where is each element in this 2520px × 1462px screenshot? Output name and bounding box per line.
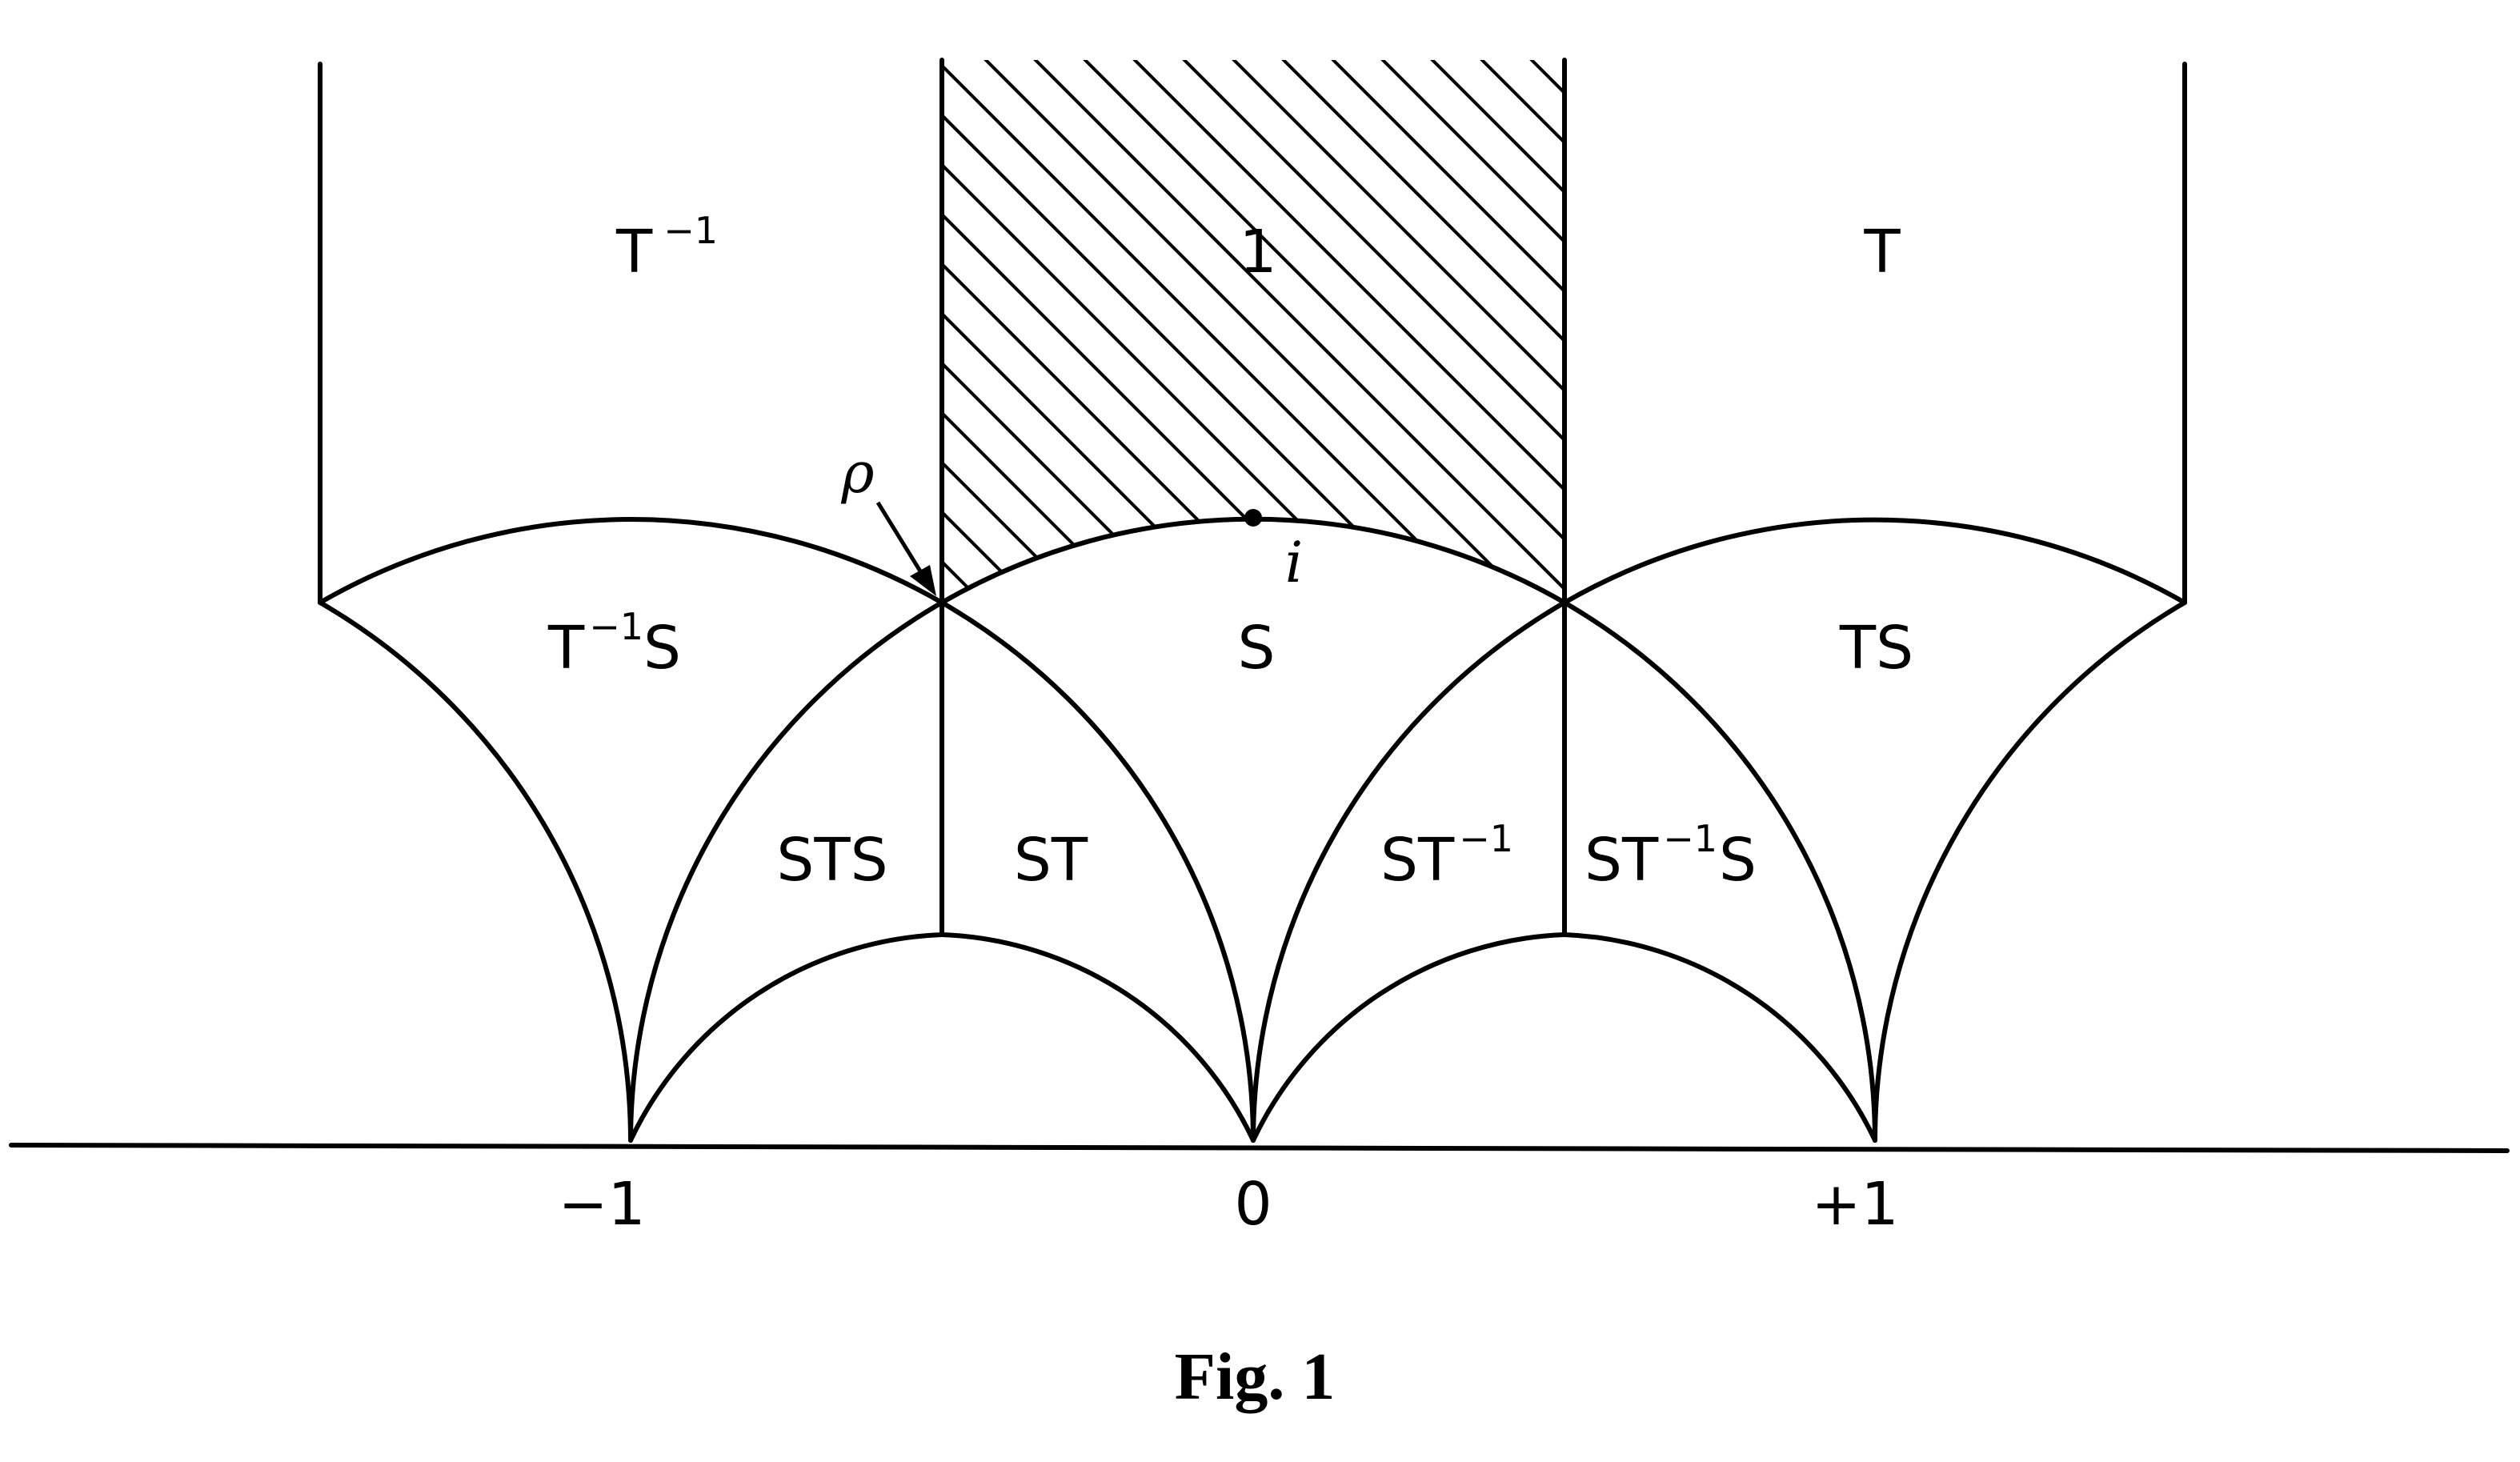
hatch-line <box>942 60 1100 603</box>
hatch-line <box>1619 48 2339 768</box>
arc-zero-to-rho-prime <box>1251 600 1567 1143</box>
hatch-line <box>1419 60 1564 603</box>
hatch-line <box>1369 60 1564 603</box>
small-arc-1 <box>628 932 944 1143</box>
small-arc-2 <box>939 932 1256 1143</box>
arc-left-outer <box>318 600 633 1143</box>
hatch-line <box>942 60 1299 603</box>
hatch-line <box>1569 48 2290 768</box>
point-label-rho: ρ <box>840 440 874 506</box>
hatch-line <box>942 60 1398 603</box>
rho-arrowhead <box>910 565 936 596</box>
hatch-line <box>1468 60 1564 603</box>
region-label-t: T <box>1863 218 1901 286</box>
region-label-ts: TS <box>1839 614 1913 683</box>
hatch-line <box>942 60 1448 603</box>
hatch-line <box>972 60 1564 603</box>
hatch-line <box>942 60 1497 603</box>
region-label-st-inverse-s: ST−1S <box>1585 817 1757 895</box>
hatch-line <box>942 60 952 603</box>
region-label-st-inverse: ST−1 <box>1380 817 1513 895</box>
axis-label-minus-one: −1 <box>558 1170 645 1239</box>
arc-right-outer <box>1873 600 2187 1143</box>
unit-arc-center-zero <box>939 516 1567 605</box>
region-label-st: ST <box>1014 826 1088 895</box>
arc-rho-prime-to-plus-one <box>1562 600 1877 1143</box>
hatch-line <box>1220 60 1564 603</box>
hatch-line <box>942 60 1150 603</box>
small-arc-3 <box>1251 932 1567 1143</box>
region-label-sts: STS <box>776 826 887 895</box>
hatch-line <box>1669 48 2389 768</box>
hatch-line <box>1718 48 2438 768</box>
hatch-line <box>942 60 1200 603</box>
hatch-line <box>1022 60 1564 603</box>
hatch-line <box>1320 60 1564 603</box>
hatch-line <box>1121 60 1564 603</box>
hatch-line <box>942 60 1001 603</box>
hatch-line <box>0 48 702 768</box>
hatch-line <box>130 48 851 768</box>
hatch-line <box>942 60 1564 603</box>
unit-arc-center-plus-one <box>1562 517 2187 605</box>
hatch-line <box>942 60 1348 603</box>
arc-rho-to-zero <box>939 600 1256 1143</box>
region-label-s: S <box>1238 614 1276 683</box>
fundamental-domain-hatching <box>0 48 2438 768</box>
axis-label-zero: 0 <box>1234 1170 1272 1239</box>
unit-arc-center-minus-one <box>318 517 944 605</box>
point-label-i: i <box>1285 530 1303 595</box>
hatch-line <box>942 60 1249 603</box>
small-arc-4 <box>1562 932 1877 1143</box>
hatch-line <box>942 60 1564 603</box>
figure-caption: Fig. 1 <box>1175 1340 1336 1414</box>
hatch-line <box>942 60 1547 603</box>
region-label-identity: 1 <box>1239 218 1276 286</box>
hatch-line <box>1171 60 1564 603</box>
axis-label-plus-one: +1 <box>1811 1170 1898 1239</box>
region-label-t-inverse: T−1 <box>615 209 718 286</box>
real-axis <box>9 1143 2510 1153</box>
arc-minus-one-to-rho <box>628 600 944 1143</box>
hatch-line <box>180 48 900 768</box>
hatch-line <box>1072 60 1564 603</box>
region-label-t-inverse-s: T−1S <box>547 605 681 683</box>
point-i-dot <box>1244 509 1262 527</box>
hatch-line <box>81 48 801 768</box>
hatch-line <box>1270 60 1564 603</box>
